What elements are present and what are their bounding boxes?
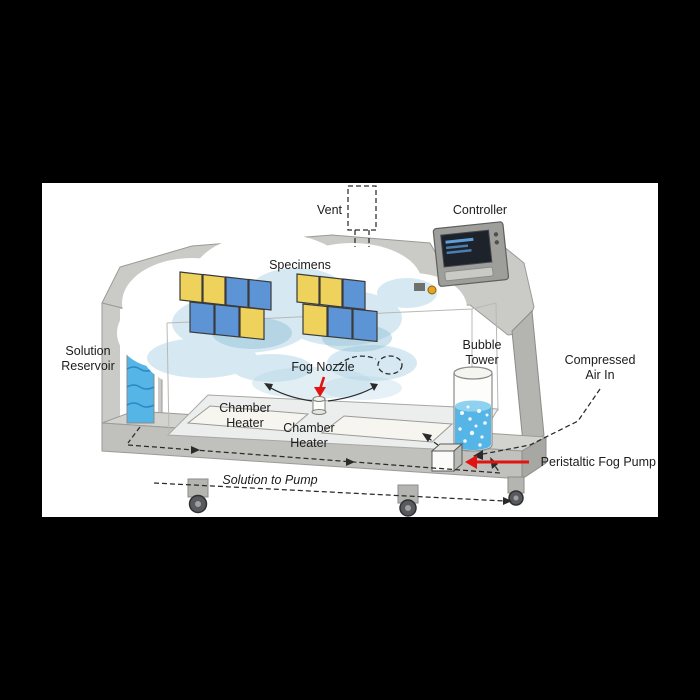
specimen-plate	[179, 271, 203, 304]
bubble-tower-cylinder	[453, 366, 493, 452]
specimen-plate	[239, 306, 265, 341]
specimen-plates	[179, 271, 378, 343]
label-fog-nozzle: Fog Nozzle	[291, 360, 355, 374]
chamber-heater-plate-right	[320, 415, 454, 443]
label-bubble-tower: Bubble Tower	[462, 338, 502, 367]
fog-nozzle-device	[311, 396, 327, 415]
fog-circulation-arrows	[264, 355, 403, 402]
controller-unit	[432, 221, 510, 287]
controller-screen	[440, 229, 493, 268]
dashed-compressed-air-line	[473, 388, 601, 460]
specimen-plate	[352, 308, 378, 343]
label-vent: Vent	[316, 203, 342, 217]
controller-power-light	[427, 285, 437, 295]
salt-spray-chamber-figure: Vent Controller Specimens Solution Reser…	[42, 183, 658, 517]
specimen-plate	[296, 273, 320, 306]
specimen-plate	[302, 303, 328, 338]
label-compressed-air-in: Compressed Air In	[564, 353, 636, 382]
specimen-plate	[319, 275, 343, 308]
pump-cube	[430, 442, 464, 473]
machine-illustration	[101, 185, 601, 517]
label-specimens: Specimens	[269, 258, 331, 272]
specimen-plate	[202, 273, 226, 306]
specimen-plate	[189, 301, 215, 336]
specimen-plate	[327, 305, 353, 340]
bubble-dots	[458, 405, 489, 447]
specimen-plate	[225, 276, 249, 309]
legs-and-casters	[187, 476, 525, 517]
label-chamber-heater-right: Chamber Heater	[283, 421, 335, 450]
bubble-tower-liquid	[455, 406, 491, 450]
chamber-heater-plate-left	[186, 405, 310, 432]
controller-connector	[414, 283, 425, 291]
red-arrow-fog-nozzle	[314, 376, 326, 397]
label-peristaltic-fog-pump: Peristaltic Fog Pump	[540, 455, 656, 469]
specimen-plate	[342, 278, 366, 311]
label-solution-reservoir: Solution Reservoir	[61, 344, 115, 373]
label-chamber-heater-left: Chamber Heater	[219, 401, 271, 430]
vent-outline	[347, 185, 377, 247]
specimen-plate	[214, 303, 240, 338]
label-solution-to-pump: Solution to Pump	[222, 473, 318, 487]
red-arrow-pump	[465, 455, 529, 469]
label-controller: Controller	[452, 203, 508, 217]
right-housing	[511, 309, 545, 455]
specimen-plate	[248, 278, 272, 311]
